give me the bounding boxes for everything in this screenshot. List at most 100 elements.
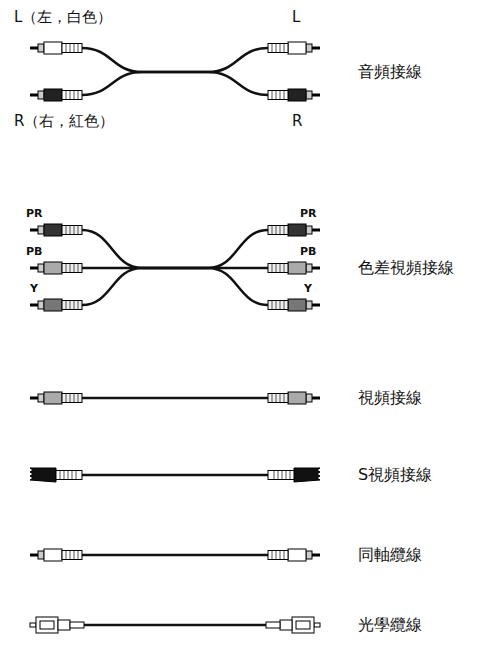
plug-rib <box>78 551 79 559</box>
plug-body <box>44 392 62 404</box>
plug-rib <box>74 264 75 272</box>
channel-label: L（左，白色） <box>14 8 112 26</box>
plug-collar <box>56 471 82 480</box>
plug-rib <box>286 471 287 479</box>
plug-rib <box>276 551 277 559</box>
plug-body <box>288 262 306 274</box>
plug-body <box>44 299 62 311</box>
plug-rib <box>70 301 71 309</box>
plug-rib <box>272 394 273 402</box>
channel-label: L <box>292 8 300 26</box>
plug-body <box>288 224 306 236</box>
plug-rib <box>284 226 285 234</box>
plug-ring <box>38 44 44 52</box>
plug-rib <box>272 264 273 272</box>
signal-name: Y <box>304 282 312 295</box>
signal-name: PR <box>26 207 43 220</box>
plug-rib <box>284 44 285 52</box>
plug-body <box>288 42 306 54</box>
plug-collar <box>62 264 82 273</box>
plug-body <box>44 89 62 101</box>
plug-rib <box>276 91 277 99</box>
plug-rib <box>66 301 67 309</box>
cable-wire <box>82 72 268 95</box>
plug-body <box>288 89 306 101</box>
plug-rib <box>74 44 75 52</box>
plug-rib <box>74 301 75 309</box>
cable-wire <box>82 268 268 305</box>
plug-rib <box>276 301 277 309</box>
plug-collar <box>62 394 82 403</box>
plug-collar <box>62 551 82 560</box>
plug-rib <box>66 394 67 402</box>
cable-wire <box>82 230 268 268</box>
plug-rib <box>78 44 79 52</box>
plug-rib <box>284 551 285 559</box>
plug-rib <box>284 264 285 272</box>
signal-name: PR <box>300 207 317 220</box>
plug-rib <box>280 226 281 234</box>
plug-ring <box>306 264 312 272</box>
plug-rib <box>70 551 71 559</box>
plug-rib <box>280 394 281 402</box>
cable-wire <box>82 48 268 72</box>
plug-ring <box>38 226 44 234</box>
plug-rib <box>78 226 79 234</box>
plug-rib <box>280 301 281 309</box>
plug-ring <box>306 551 312 559</box>
plug-rib <box>74 394 75 402</box>
plug-rib <box>70 44 71 52</box>
plug-body <box>44 224 62 236</box>
signal-name: Y <box>30 282 38 295</box>
plug-rib <box>276 226 277 234</box>
plug-rib <box>280 44 281 52</box>
plug-body <box>44 549 62 561</box>
channel-label: R <box>292 112 302 130</box>
plug-ring <box>38 551 44 559</box>
plug-ring <box>38 264 44 272</box>
optical-tip <box>314 623 320 627</box>
plug-rib <box>68 471 69 479</box>
plug-rib <box>78 301 79 309</box>
plug-collar <box>268 91 288 100</box>
plug-ring <box>38 91 44 99</box>
optical-boot <box>70 622 84 628</box>
plug-rib <box>70 264 71 272</box>
plug-rib <box>74 551 75 559</box>
plug-body <box>288 299 306 311</box>
plug-rib <box>276 394 277 402</box>
plug-rib <box>284 301 285 309</box>
plug-ring <box>306 394 312 402</box>
plug-rib <box>60 471 61 479</box>
channel-label: R（右，紅色） <box>14 112 114 130</box>
plug-collar <box>268 44 288 53</box>
plug-rib <box>272 44 273 52</box>
plug-rib <box>72 471 73 479</box>
plug-rib <box>66 551 67 559</box>
optical-boot <box>266 622 280 628</box>
cable-name: 音頻接線 <box>358 62 422 81</box>
plug-ring <box>38 394 44 402</box>
plug-collar <box>268 394 288 403</box>
plug-rib <box>74 226 75 234</box>
plug-rib <box>70 394 71 402</box>
plug-rib <box>78 394 79 402</box>
plug-rib <box>272 301 273 309</box>
cable-name: 同軸纜線 <box>358 545 422 564</box>
cable-wire <box>82 397 268 400</box>
plug-collar <box>268 551 288 560</box>
plug-collar <box>62 301 82 310</box>
plug-rib <box>66 226 67 234</box>
plug-ring <box>306 301 312 309</box>
optical-plug <box>36 617 58 633</box>
signal-name: PB <box>300 245 316 258</box>
plug-rib <box>78 91 79 99</box>
plug-rib <box>76 471 77 479</box>
plug-collar <box>62 44 82 53</box>
plug-rib <box>280 264 281 272</box>
optical-tip <box>30 623 36 627</box>
cable-name: 光學纜線 <box>358 615 422 634</box>
plug-ring <box>306 44 312 52</box>
plug-rib <box>276 44 277 52</box>
plug-collar <box>268 471 294 480</box>
